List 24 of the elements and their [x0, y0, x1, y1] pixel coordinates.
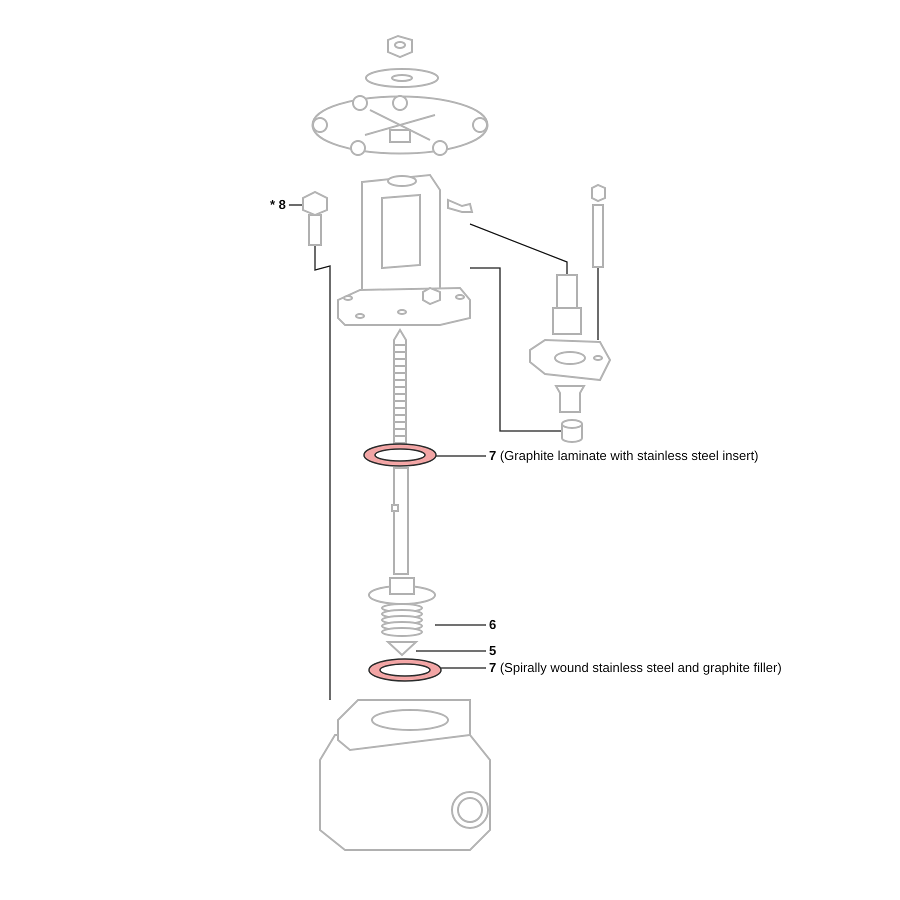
fitting-drawing: [552, 274, 582, 335]
assembly-line: [470, 267, 562, 432]
assembly-line: [470, 223, 568, 275]
yoke-drawing: [337, 174, 471, 326]
bellows-drawing: [368, 577, 436, 637]
leader-line: [435, 624, 486, 626]
callout-text: 5: [489, 643, 496, 659]
spacer-ring-drawing: [561, 419, 583, 443]
leader-line: [288, 204, 303, 206]
callout-text: 7 (Graphite laminate with stainless steel insert): [489, 448, 759, 464]
callout-text: * 8: [270, 197, 286, 213]
callout-text: 7 (Spirally wound stainless steel and graphite filler): [489, 660, 782, 676]
leader-line: [416, 650, 486, 652]
valve-body-drawing: [319, 699, 491, 851]
callout-text: 6: [489, 617, 496, 633]
bolt-drawing: [302, 190, 328, 246]
assembly-line: [597, 267, 599, 340]
gasket-drawing: [368, 658, 442, 682]
gasket-drawing: [363, 443, 437, 467]
leader-line: [441, 667, 486, 669]
gland-flange-drawing: [529, 338, 612, 382]
stud-drawing: [591, 184, 606, 268]
leader-line: [436, 455, 486, 457]
assembly-line: [314, 245, 331, 700]
